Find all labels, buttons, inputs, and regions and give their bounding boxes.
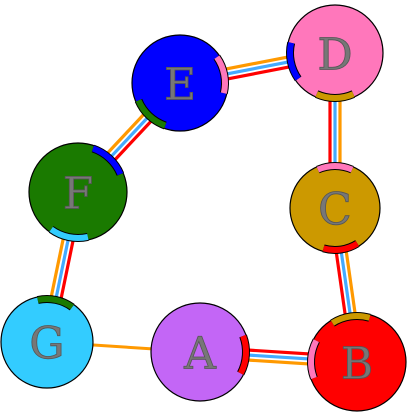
port-arc-C-B bbox=[322, 240, 360, 254]
node-F-label: F bbox=[63, 169, 94, 220]
port-arc-A-B bbox=[237, 334, 250, 376]
port-arc-F-G bbox=[48, 225, 89, 242]
nodes-layer bbox=[0, 4, 407, 412]
node-A-label: A bbox=[183, 329, 217, 380]
port-arc-E-D bbox=[213, 54, 229, 95]
port-arc-D-C bbox=[315, 90, 355, 102]
port-arc-E-F bbox=[134, 98, 167, 130]
port-arc-B-A bbox=[307, 338, 320, 380]
port-arc-D-E bbox=[286, 41, 302, 82]
port-arcs-layer bbox=[36, 41, 371, 380]
port-arc-B-C bbox=[330, 312, 371, 327]
labels-layer: A B C D E F G bbox=[29, 29, 374, 390]
node-G-label: G bbox=[29, 319, 64, 370]
port-arc-C-D bbox=[316, 162, 354, 174]
node-B-label: B bbox=[341, 339, 373, 390]
node-D-label: D bbox=[317, 30, 352, 81]
port-arc-F-E bbox=[91, 144, 125, 176]
node-C-label: C bbox=[318, 185, 352, 236]
port-arc-G-F bbox=[36, 295, 75, 311]
node-E-label: E bbox=[164, 60, 196, 111]
